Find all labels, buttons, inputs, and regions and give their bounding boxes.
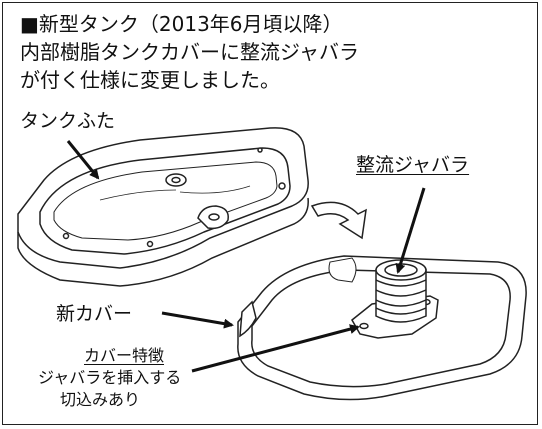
cover-feature-title: カバー特徴 — [84, 346, 165, 365]
bellows-arrow — [395, 187, 426, 274]
new-cover-arrow — [161, 311, 234, 329]
cover-feature-line-1: ジャバラを挿入する — [38, 368, 182, 387]
new-cover-label: 新カバー — [56, 303, 133, 325]
tank-lid-drawing — [17, 127, 309, 287]
notice-line-3: が付く仕様に変更しました。 — [20, 68, 280, 92]
tank-lid-label: タンクふた — [20, 110, 116, 132]
notice-line-2: 内部樹脂タンクカバーに整流ジャバラ — [20, 40, 359, 64]
bellows-drawing — [375, 259, 427, 323]
cover-feature-line-2: 切込みあり — [60, 390, 141, 409]
transition-arrow — [310, 201, 367, 240]
cover-feature-arrow — [191, 324, 360, 373]
bellows-label: 整流ジャバラ — [356, 154, 470, 176]
notice-line-1: ■新型タンク（2013年6月頃以降） — [20, 12, 343, 36]
tank-lid-arrow — [66, 140, 100, 180]
